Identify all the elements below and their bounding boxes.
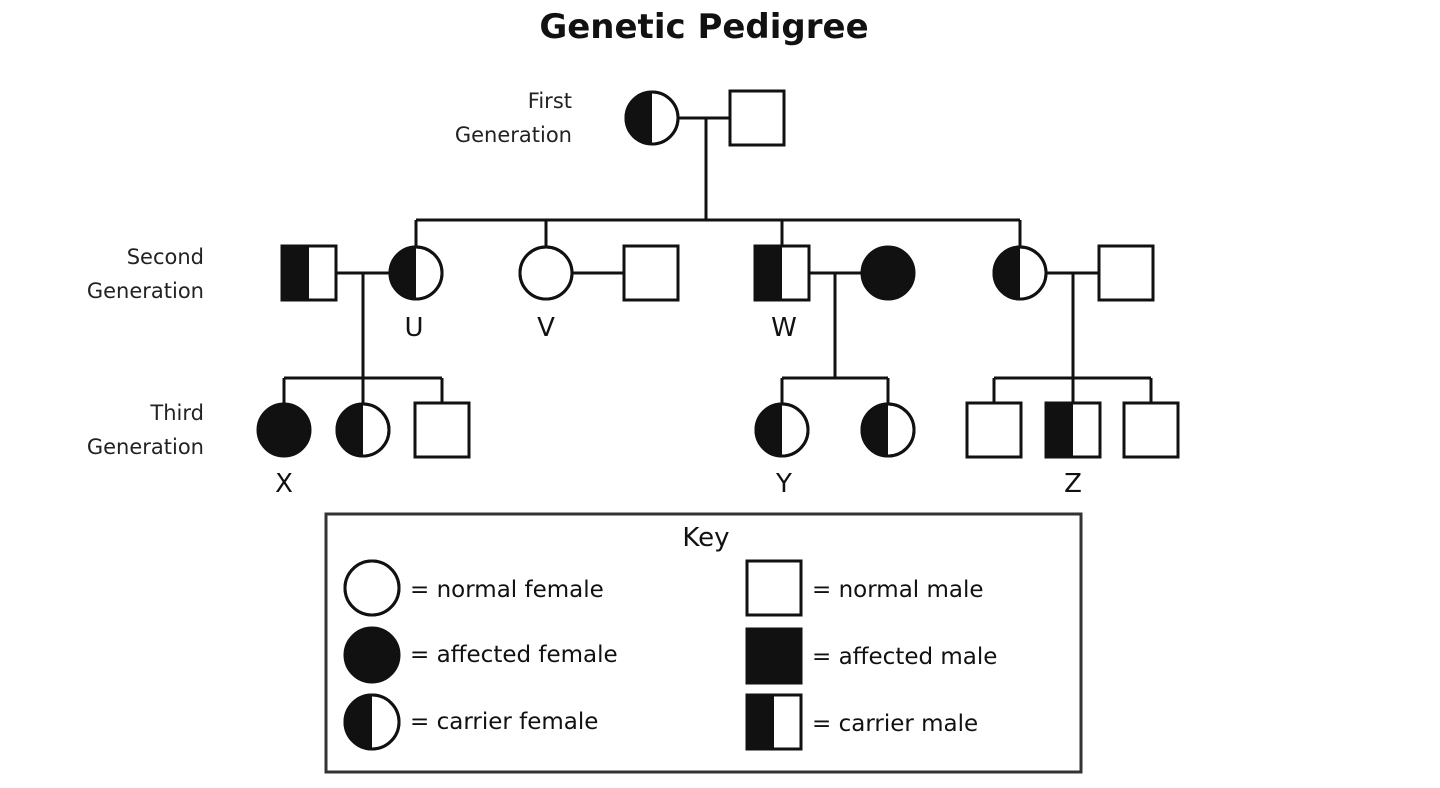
individual-g2-spouse-u-square-outline [280, 244, 338, 302]
key-symbol-carrier-female-outline [343, 693, 401, 751]
individual-g3-u-daughter-2-circle-half-fill [337, 404, 363, 456]
individual-g3-u-daughter-2-circle-outline [335, 402, 391, 458]
label-v: V [537, 313, 555, 343]
individual-w-square-outline [753, 244, 811, 302]
individual-g2-spouse-w-circle [860, 245, 916, 301]
individual-g1-mother-circle [624, 90, 680, 146]
individual-g3-w-daughter-2-circle-outline [860, 402, 916, 458]
key-panel: Key = normal female = affected female = … [324, 512, 1083, 774]
individual-v-circle-outline [518, 245, 574, 301]
individual-v-circle [518, 245, 574, 301]
individual-g2-spouse-v-square [622, 244, 680, 302]
label-y: Y [775, 469, 792, 499]
key-symbol-carrier-female [343, 693, 401, 751]
key-symbol-carrier-male-half-fill [747, 695, 774, 749]
individual-g3-u-son-square-outline [413, 401, 471, 459]
key-symbol-affected-male [745, 627, 803, 685]
individual-u-circle [388, 245, 444, 301]
individual-g2-spouse-v-square-shape [622, 244, 680, 302]
key-text-normal-female: = normal female [410, 577, 604, 603]
individual-g1-mother-circle-outline [624, 90, 680, 146]
diagram-title: Genetic Pedigree [539, 7, 868, 47]
label-w: W [771, 313, 797, 343]
key-symbol-normal-male [745, 559, 803, 617]
individual-z-square-outline [1044, 401, 1102, 459]
key-text-carrier-female: = carrier female [410, 709, 598, 735]
individual-g2-spouse-u-square-half-fill [282, 246, 309, 300]
individual-g2-daughter-5-circle [992, 245, 1048, 301]
individual-g3-w-daughter-2-circle [860, 402, 916, 458]
key-symbol-affected-male-shape [745, 627, 803, 685]
individual-g3-u-son-square-shape [413, 401, 471, 459]
individual-g1-mother-circle-half-fill [626, 92, 652, 144]
key-text-affected-male: = affected male [812, 644, 997, 670]
individual-g3-5-son-3-square-outline [1122, 401, 1180, 459]
individual-g2-spouse-u-square [280, 244, 338, 302]
individual-y-circle-outline [754, 402, 810, 458]
individual-g1-father-square [728, 89, 786, 147]
generation-label-first-line2: Generation [455, 123, 572, 147]
label-z: Z [1064, 469, 1082, 499]
individual-y-circle [754, 402, 810, 458]
key-symbol-normal-female-outline [343, 559, 401, 617]
individual-z-square-half-fill [1046, 403, 1073, 457]
individual-g2-daughter-5-circle-outline [992, 245, 1048, 301]
generation-label-third-line1: Third [149, 401, 204, 425]
label-u: U [404, 313, 423, 343]
individual-g3-5-son-1-square-outline [965, 401, 1023, 459]
generation-label-second: Second Generation [87, 245, 204, 303]
generation-label-second-line2: Generation [87, 279, 204, 303]
label-x: X [275, 469, 293, 499]
individual-g2-spouse-v-square-outline [622, 244, 680, 302]
key-text-carrier-male: = carrier male [812, 711, 978, 737]
key-text-affected-female: = affected female [410, 642, 618, 668]
individual-g3-5-son-3-square-shape [1122, 401, 1180, 459]
individual-u-circle-half-fill [390, 247, 416, 299]
pedigree-symbols [256, 89, 1180, 459]
individual-g2-spouse-5-square-shape [1097, 244, 1155, 302]
individual-x-circle-shape [256, 402, 312, 458]
key-border [324, 512, 1083, 774]
individual-g3-5-son-3-square [1122, 401, 1180, 459]
key-symbol-normal-male-outline [745, 559, 803, 617]
key-title: Key [682, 523, 729, 553]
individual-g1-father-square-shape [728, 89, 786, 147]
individual-g2-daughter-5-circle-half-fill [994, 247, 1020, 299]
generation-label-first: First Generation [455, 89, 572, 147]
generation-label-first-line1: First [528, 89, 572, 113]
individual-g2-spouse-5-square [1097, 244, 1155, 302]
individual-g3-u-son-square [413, 401, 471, 459]
key-symbol-carrier-female-half-fill [345, 695, 372, 749]
individual-g2-spouse-w-circle-shape [860, 245, 916, 301]
generation-label-second-line1: Second [127, 245, 204, 269]
key-symbol-normal-female [343, 559, 401, 617]
pedigree-lines [282, 116, 1153, 403]
key-symbol-carrier-male-outline [745, 693, 803, 751]
key-symbol-affected-female-shape [343, 626, 401, 684]
generation-label-third-line2: Generation [87, 435, 204, 459]
key-symbol-affected-female [343, 626, 401, 684]
key-text-normal-male: = normal male [812, 577, 984, 603]
individual-w-square-half-fill [755, 246, 782, 300]
key-symbol-carrier-male [745, 693, 803, 751]
individual-g3-w-daughter-2-circle-half-fill [862, 404, 888, 456]
key-symbol-normal-male-shape [745, 559, 803, 617]
individual-u-circle-outline [388, 245, 444, 301]
individual-g3-5-son-1-square [965, 401, 1023, 459]
individual-z-square [1044, 401, 1102, 459]
individual-x-circle [256, 402, 312, 458]
individual-g1-father-square-outline [728, 89, 786, 147]
individual-g3-u-daughter-2-circle [335, 402, 391, 458]
individual-w-square [753, 244, 811, 302]
individual-g3-5-son-1-square-shape [965, 401, 1023, 459]
generation-label-third: Third Generation [87, 401, 204, 459]
individual-g2-spouse-5-square-outline [1097, 244, 1155, 302]
individual-y-circle-half-fill [756, 404, 782, 456]
